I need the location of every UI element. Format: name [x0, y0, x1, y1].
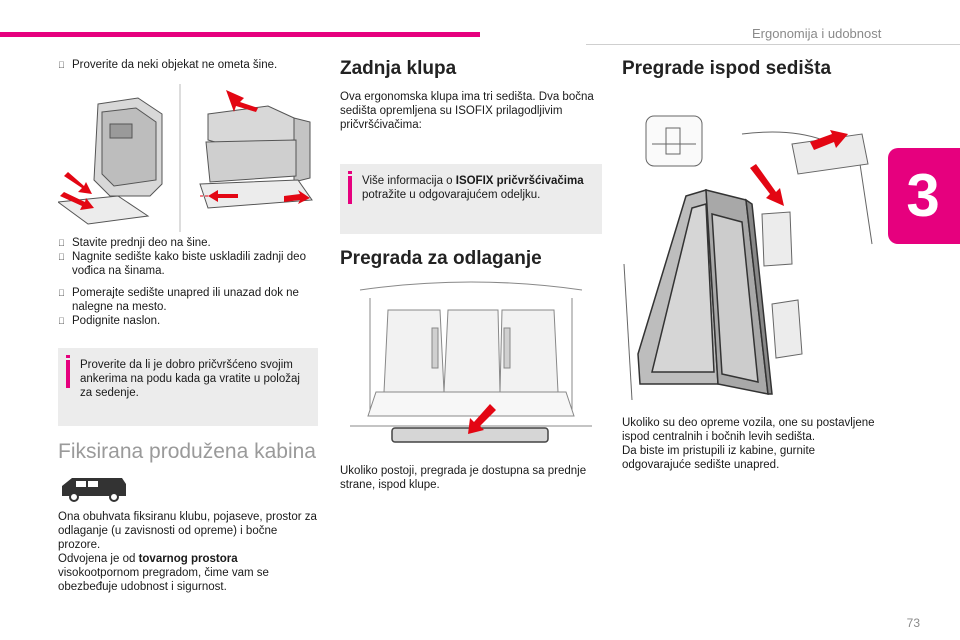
bench-storage-illustration	[340, 280, 602, 454]
info-note-anchors: Proverite da li je dobro pričvršćeno svo…	[58, 348, 318, 426]
arrow-icon	[226, 90, 258, 112]
paragraph-text: Ukoliko su deo opreme vozila, one su pos…	[622, 417, 875, 443]
bullet-text: Nagnite sedište kako biste uskladili zad…	[72, 251, 306, 277]
seat-on-rails-figure	[199, 105, 313, 209]
bullet-check-rails: Proverite da neki objekat ne ometa šine…	[58, 58, 318, 72]
list-item: Podignite naslon.	[58, 314, 318, 328]
paragraph-text: Ona obuhvata fiksiranu klubu, pojaseve, …	[58, 511, 317, 551]
chapter-number: 3	[906, 162, 940, 229]
heading-rear-bench: Zadnja klupa	[340, 58, 457, 79]
storage-tray-figure	[637, 189, 773, 395]
bullet-icon: 	[58, 286, 72, 300]
section-title: Ergonomija i udobnost	[752, 26, 882, 41]
info-icon	[348, 171, 352, 204]
bullet-text: Podignite naslon.	[72, 315, 161, 327]
list-item: Nagnite sedište kako biste uskladili za…	[58, 250, 318, 278]
paragraph-extended-cab: Ona obuhvata fiksiranu klubu, pojaseve, …	[58, 510, 320, 594]
paragraph-storage: Ukoliko postoji, pregrada je dostupna sa…	[340, 465, 587, 491]
arrow-icon	[64, 172, 92, 194]
bullet-list-rails: Stavite prednji deo na šine. Nagnite s…	[58, 236, 318, 278]
arrow-icon	[468, 404, 496, 434]
paragraph-text: Odvojena je od tovarnog prostora visokoo…	[58, 552, 320, 594]
text-span: visokootpornom pregradom, čime vam se ob…	[58, 567, 269, 593]
heading-storage: Pregrada za odlaganje	[340, 248, 542, 269]
bullet-list-move: Pomerajte sedište unapred ili unazad do…	[58, 286, 318, 328]
paragraph-text: Da biste im pristupili iz kabine, gurnit…	[622, 445, 816, 471]
list-item: Pomerajte sedište unapred ili unazad do…	[58, 286, 318, 314]
page-number: 73	[906, 616, 920, 630]
header-accent-bar	[0, 32, 480, 37]
van-icon	[58, 474, 130, 504]
arrow-icon	[810, 130, 848, 150]
arrow-icon	[208, 190, 238, 202]
arrow-icon	[284, 190, 310, 204]
bullet-text: Proverite da neki objekat ne ometa šine.	[72, 59, 278, 71]
folded-seat-figure	[58, 97, 163, 225]
heading-under-seat-storage: Pregrade ispod sedišta	[622, 58, 832, 79]
bullet-text: Pomerajte sedište unapred ili unazad dok…	[72, 287, 299, 313]
info-icon	[66, 355, 70, 388]
arrow-icon	[750, 164, 784, 206]
bullet-icon: 	[58, 236, 72, 250]
text-span: potražite u odgovarajućem odeljku.	[362, 189, 541, 201]
section-heading-extended-cab: Fiksirana produžena kabina	[58, 440, 316, 463]
bold-text: tovarnog prostora	[138, 553, 238, 565]
text-span: Više informacija o	[362, 175, 456, 187]
info-note-isofix: Više informacija o ISOFIX pričvršćivačim…	[340, 164, 602, 234]
bullet-icon: 	[58, 250, 72, 264]
list-item: Stavite prednji deo na šine.	[58, 236, 318, 250]
under-seat-storage-illustration	[622, 104, 884, 404]
seat-rails-illustration	[58, 84, 318, 232]
text-span: Odvojena je od	[58, 553, 139, 565]
paragraph-under-seat: Ukoliko su deo opreme vozila, one su pos…	[622, 416, 884, 472]
bold-text: ISOFIX pričvršćivačima	[455, 175, 584, 187]
header-divider	[586, 44, 960, 45]
bullet-icon: 	[58, 314, 72, 328]
arrow-icon	[60, 192, 94, 210]
bullet-text: Stavite prednji deo na šine.	[72, 237, 211, 249]
paragraph-bench: Ova ergonomska klupa ima tri sedišta. Dv…	[340, 91, 594, 131]
chapter-tab	[888, 148, 960, 244]
bullet-icon: 	[58, 58, 72, 72]
note-text: Proverite da li je dobro pričvršćeno svo…	[80, 359, 300, 399]
